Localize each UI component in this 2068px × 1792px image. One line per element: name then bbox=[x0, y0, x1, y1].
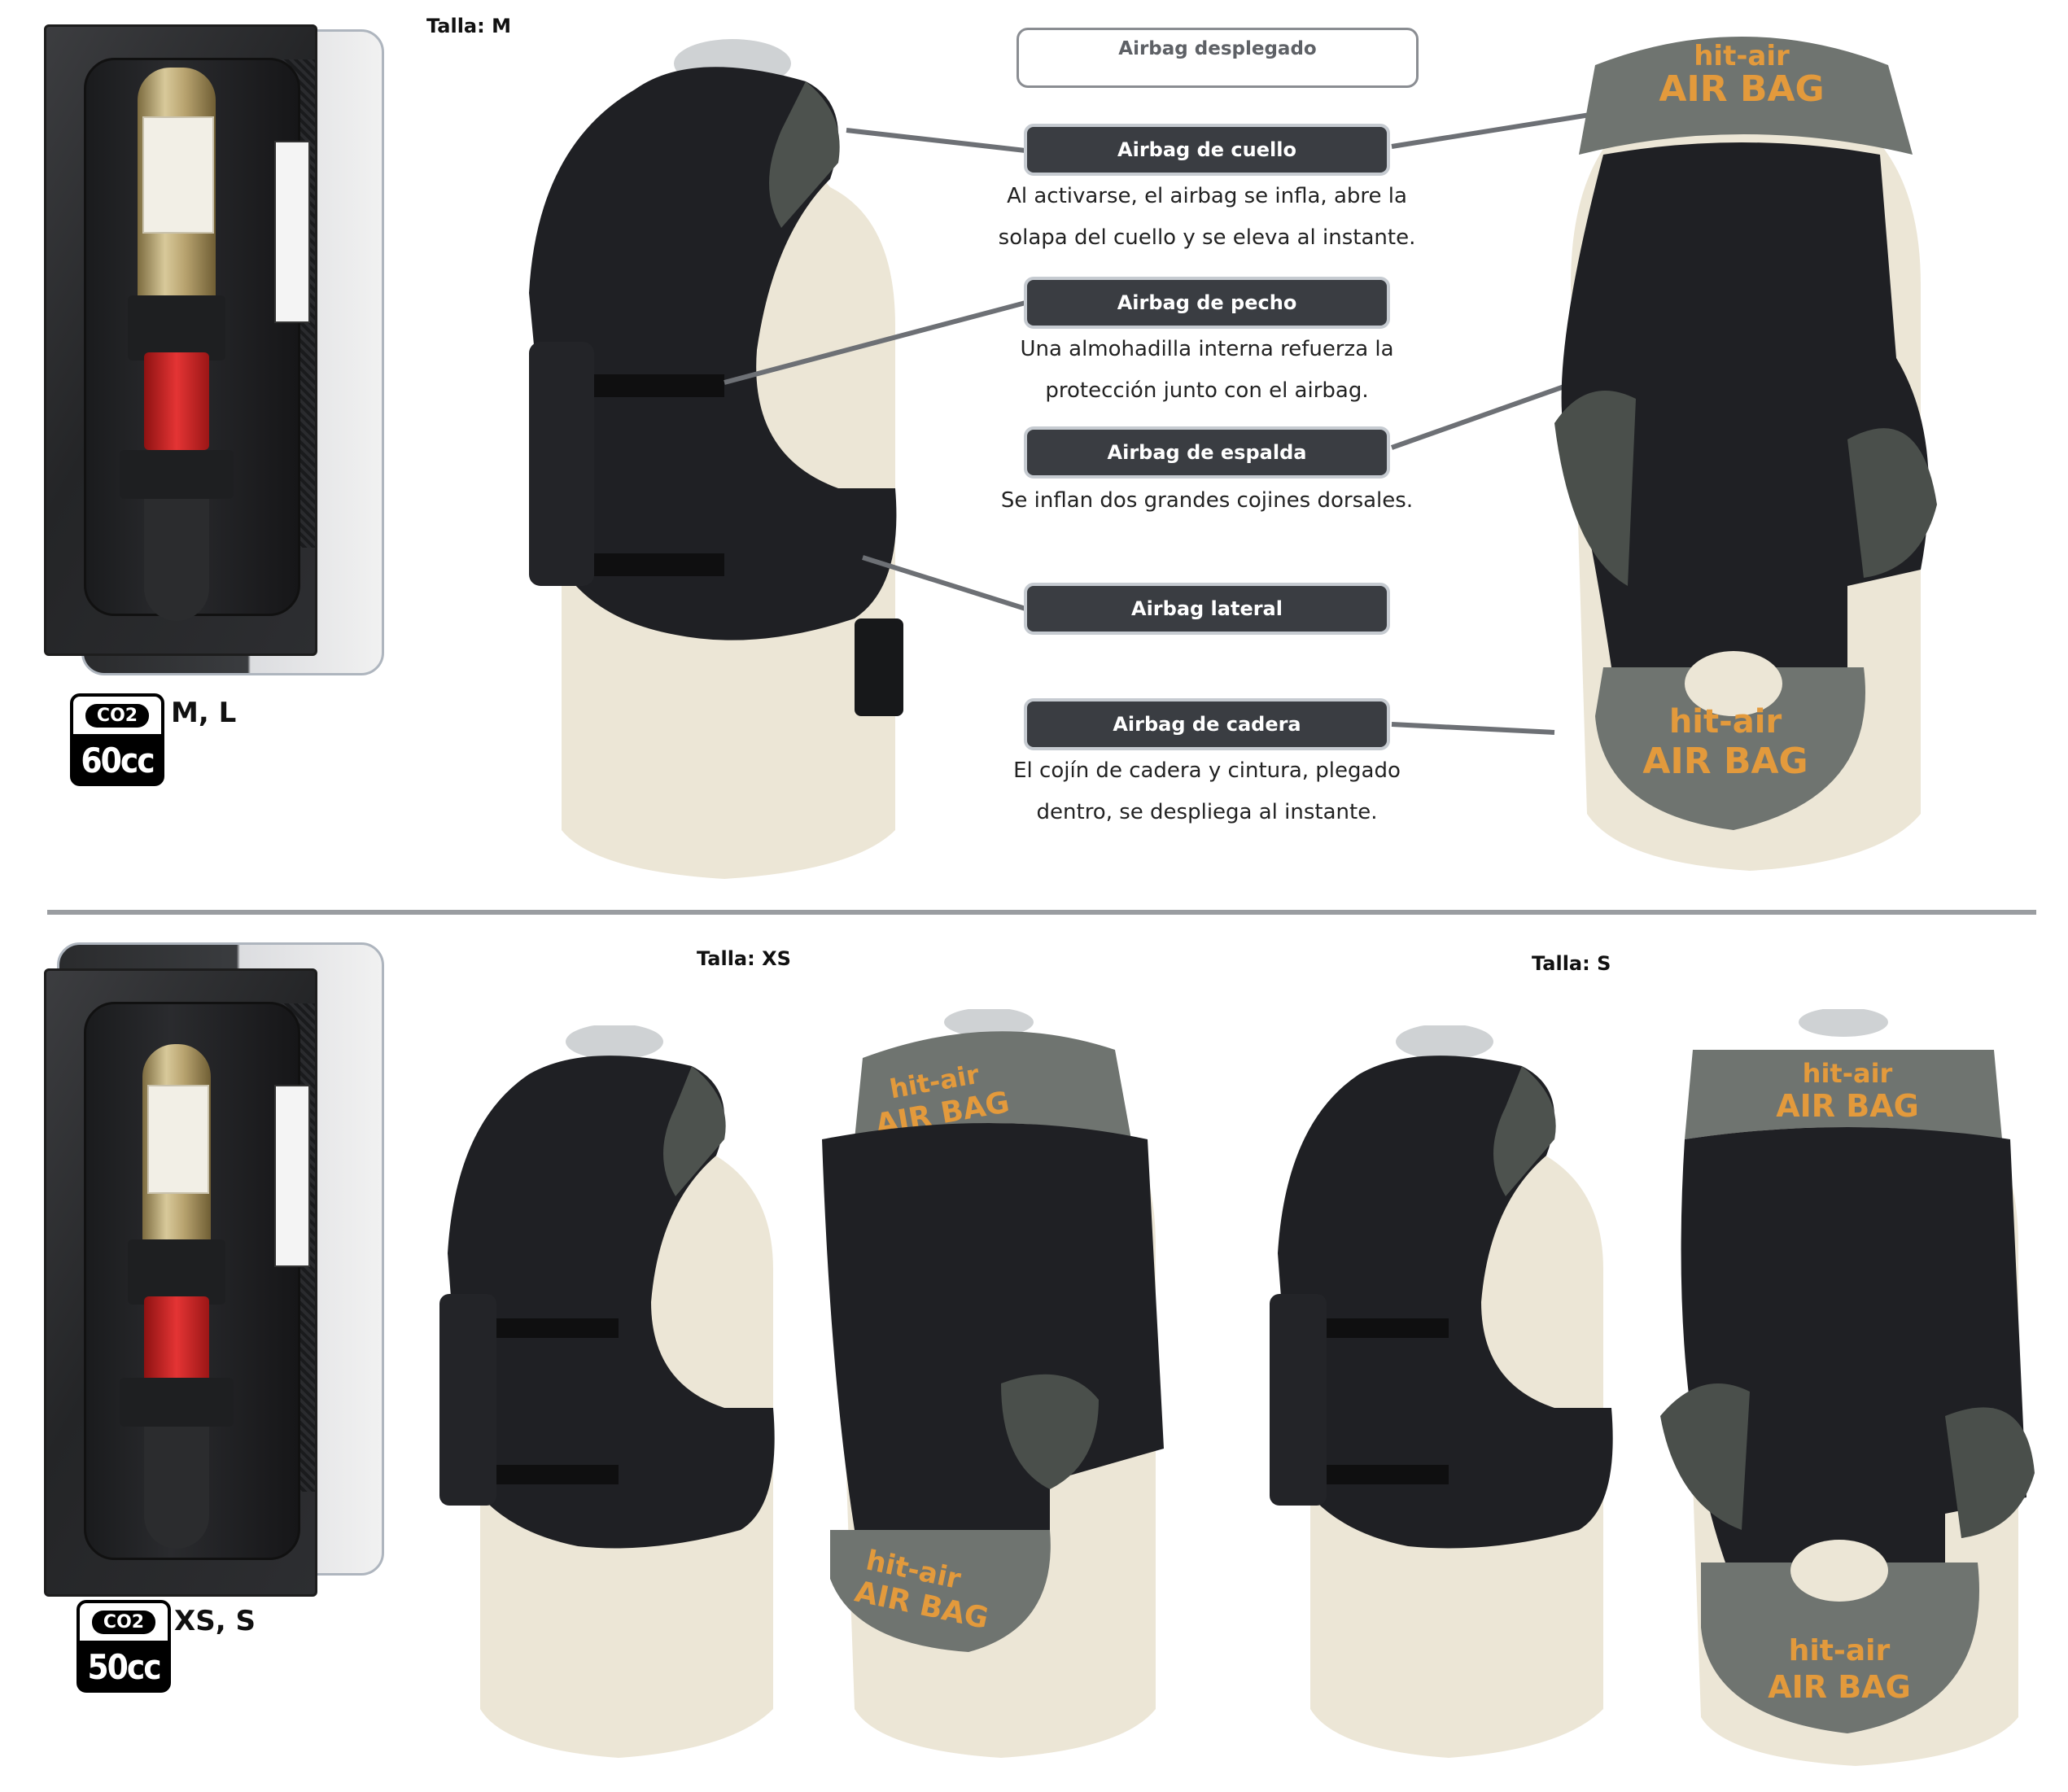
vest-size-m-deployed-image: hit-air AIR BAG hit-air AIR BAG bbox=[1554, 37, 1937, 871]
co2-label-small: CO2 bbox=[91, 1610, 156, 1634]
vest-size-m-front-image bbox=[529, 39, 903, 879]
co2-cartridge-photo bbox=[44, 24, 317, 656]
co2-sizes-m-l: M, L bbox=[171, 697, 237, 729]
size-xs-caption: Talla: XS bbox=[697, 947, 791, 970]
desc-chest-airbag: Una almohadilla interna refuerza la prot… bbox=[960, 329, 1454, 412]
co2-sizes-xs-s: XS, S bbox=[174, 1605, 256, 1637]
size-m-caption: Talla: M bbox=[426, 15, 511, 37]
desc-chest-line-2: protección junto con el airbag. bbox=[1045, 378, 1369, 403]
label-side-airbag: Airbag lateral bbox=[1024, 583, 1390, 635]
co2-volume: 60cc bbox=[70, 734, 164, 786]
logo-line1-s-neck: hit-air bbox=[1803, 1058, 1893, 1089]
vest-size-s-deployed-image: hit-air AIR BAG hit-air AIR BAG bbox=[1660, 1009, 2035, 1766]
logo-line1-neck: hit-air bbox=[1694, 40, 1790, 72]
co2-cartridge-photo-small bbox=[44, 968, 317, 1597]
desc-hip-airbag: El cojín de cadera y cintura, plegado de… bbox=[960, 750, 1454, 833]
desc-back-airbag: Se inflan dos grandes cojines dorsales. bbox=[960, 480, 1454, 522]
logo-line2-s-hip: AIR BAG bbox=[1768, 1669, 1911, 1705]
desc-neck-line-2: solapa del cuello y se eleva al instante… bbox=[998, 225, 1416, 250]
co2-volume-small: 50cc bbox=[77, 1641, 171, 1693]
size-s-caption: Talla: S bbox=[1532, 952, 1611, 975]
desc-hip-line-2: dentro, se despliega al instante. bbox=[1036, 800, 1378, 824]
desc-neck-airbag: Al activarse, el airbag se infla, abre l… bbox=[960, 176, 1454, 259]
desc-hip-line-1: El cojín de cadera y cintura, plegado bbox=[1013, 758, 1401, 783]
logo-line1-s-hip: hit-air bbox=[1789, 1634, 1891, 1667]
logo-line2-s-neck: AIR BAG bbox=[1776, 1088, 1919, 1124]
label-chest-airbag: Airbag de pecho bbox=[1024, 277, 1390, 329]
desc-chest-line-1: Una almohadilla interna refuerza la bbox=[1020, 337, 1394, 361]
logo-line2-neck: AIR BAG bbox=[1659, 68, 1824, 110]
desc-back-line-1: Se inflan dos grandes cojines dorsales. bbox=[1000, 488, 1414, 513]
desc-neck-line-1: Al activarse, el airbag se infla, abre l… bbox=[1007, 184, 1407, 208]
vest-size-xs-front-image bbox=[439, 1025, 775, 1758]
leader-lines bbox=[724, 111, 1596, 735]
co2-60cc-badge: CO2 60cc bbox=[70, 693, 164, 786]
label-back-airbag: Airbag de espalda bbox=[1024, 426, 1390, 479]
vest-size-s-front-image bbox=[1270, 1025, 1613, 1758]
section-divider bbox=[47, 910, 2036, 915]
deployed-title: Airbag desplegado bbox=[1017, 28, 1419, 88]
label-hip-airbag: Airbag de cadera bbox=[1024, 698, 1390, 750]
vest-size-xs-deployed-image: hit-air AIR BAG hit-air AIR BAG bbox=[822, 1009, 1164, 1758]
co2-50cc-badge: CO2 50cc bbox=[77, 1600, 171, 1693]
logo-line1-hip: hit-air bbox=[1669, 703, 1782, 741]
co2-label: CO2 bbox=[85, 703, 150, 728]
logo-line2-hip: AIR BAG bbox=[1642, 741, 1808, 782]
label-neck-airbag: Airbag de cuello bbox=[1024, 124, 1390, 176]
